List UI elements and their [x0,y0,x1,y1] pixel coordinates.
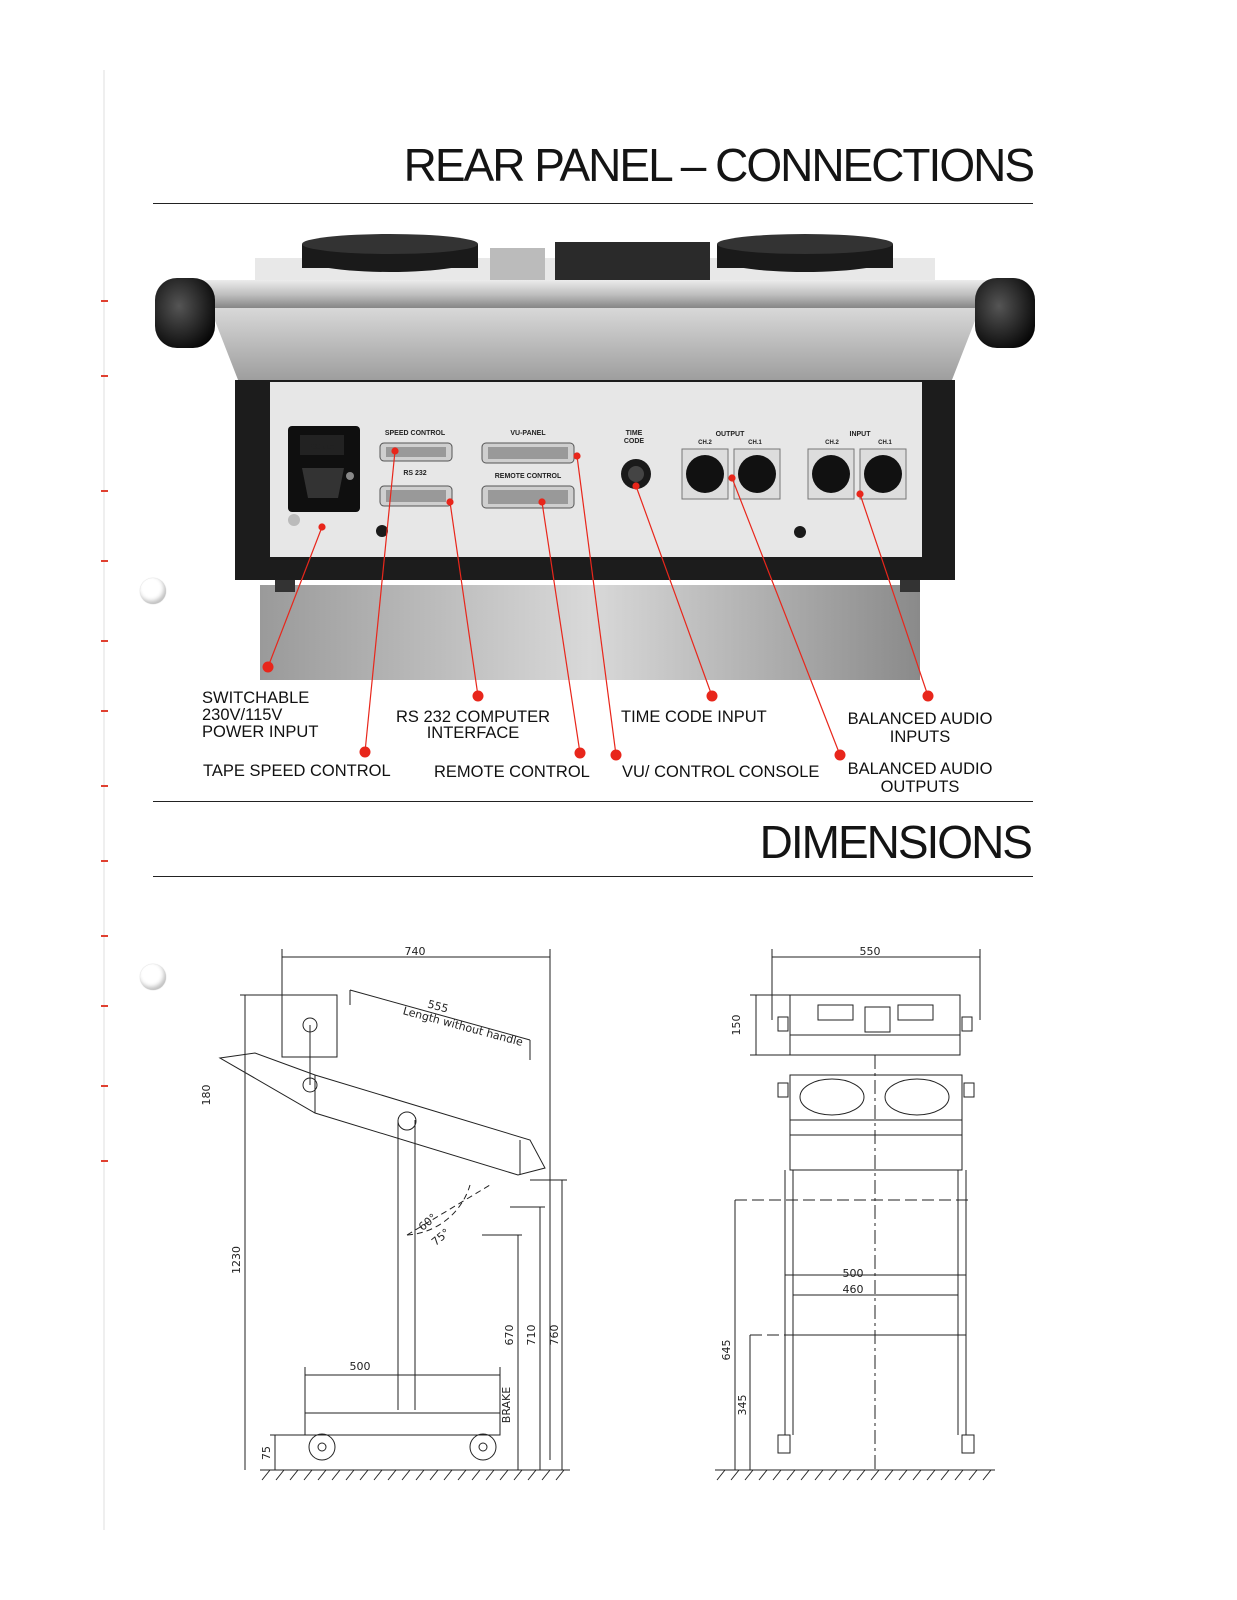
margin-tick [101,1005,108,1007]
input-ch1-label: CH.1 [878,440,892,446]
margin-tick [101,935,108,937]
margin-tick [101,560,108,562]
output-label: OUTPUT [716,431,746,438]
dim-console-180: 180 [200,1085,213,1106]
callout-tape-speed: TAPE SPEED CONTROL [203,762,391,780]
callout-power-line3: POWER INPUT [202,723,319,741]
margin-tick [101,375,108,377]
output-ch2-label: CH.2 [698,440,712,446]
callout-rs232-line1: RS 232 COMPUTER [395,708,551,726]
callout-remote-control: REMOTE CONTROL [434,763,590,781]
dim-length-555: 555 [426,998,450,1016]
voltage-selector-label: 230Vac [310,444,334,451]
code-label: CODE [624,438,645,445]
punch-hole-lower [140,964,166,990]
callout-bal-outputs-line2: OUTPUTS [880,778,960,796]
margin-tick [101,490,108,492]
speed-control-label: SPEED CONTROL [385,430,446,437]
margin-tick [101,860,108,862]
dim-height-670: 670 [503,1325,516,1346]
callout-power-line1: SWITCHABLE [202,689,310,707]
page-title-connections: REAR PANEL – CONNECTIONS [403,139,1035,191]
dim-height-645: 645 [720,1340,733,1361]
output-ch1-label: CH.1 [748,440,762,446]
front-view-drawing: 550 150 500 460 645 345 [715,945,995,1481]
rear-panel-illustration: 230Vac SPEED CONTROL RS 232 VU-PANEL REM… [155,234,1035,761]
side-view-drawing: 740 555 Length without handle 180 1230 5… [200,945,570,1481]
callout-rs232-line2: INTERFACE [426,724,520,742]
dim-height-1230: 1230 [230,1246,243,1274]
dim-base-500: 500 [350,1360,371,1373]
dim-angle-75: 75° [429,1226,452,1248]
brake-label: BRAKE [500,1387,513,1423]
dim-height-710: 710 [525,1325,538,1346]
input-ch2-label: CH.2 [825,440,839,446]
dim-width-550: 550 [860,945,881,958]
binder-margin-line [103,70,105,1530]
dim-console-150: 150 [730,1015,743,1036]
dim-height-345: 345 [736,1395,749,1416]
callout-vu-console: VU/ CONTROL CONSOLE [622,763,820,781]
callout-time-code: TIME CODE INPUT [621,708,767,726]
punch-hole-upper [140,578,166,604]
page-title-dimensions: DIMENSIONS [759,816,1033,868]
dim-length-note: Length without handle [401,1004,524,1049]
callout-power-line2: 230V/115V [202,706,283,724]
margin-tick [101,710,108,712]
title-rule-bottom [153,876,1033,877]
dim-frame-460: 460 [843,1283,864,1296]
dim-width-740: 740 [405,945,426,958]
title-rule-top [153,203,1033,204]
dim-height-760: 760 [548,1325,561,1346]
time-label: TIME [626,430,643,437]
margin-tick [101,640,108,642]
vu-panel-label: VU-PANEL [510,430,546,437]
dim-frame-500: 500 [843,1267,864,1280]
margin-tick [101,300,108,302]
margin-tick [101,1160,108,1162]
margin-tick [101,785,108,787]
dim-angle-60: 60° [416,1211,439,1233]
input-label: INPUT [850,431,872,438]
remote-control-label: REMOTE CONTROL [495,473,562,480]
section-rule [153,801,1033,802]
rs232-label: RS 232 [403,470,426,477]
callout-bal-inputs-line1: BALANCED AUDIO [847,710,993,728]
callout-bal-outputs-line1: BALANCED AUDIO [847,760,993,778]
dim-height-75: 75 [260,1446,273,1460]
margin-tick [101,1085,108,1087]
callout-bal-inputs-line2: INPUTS [889,728,951,746]
